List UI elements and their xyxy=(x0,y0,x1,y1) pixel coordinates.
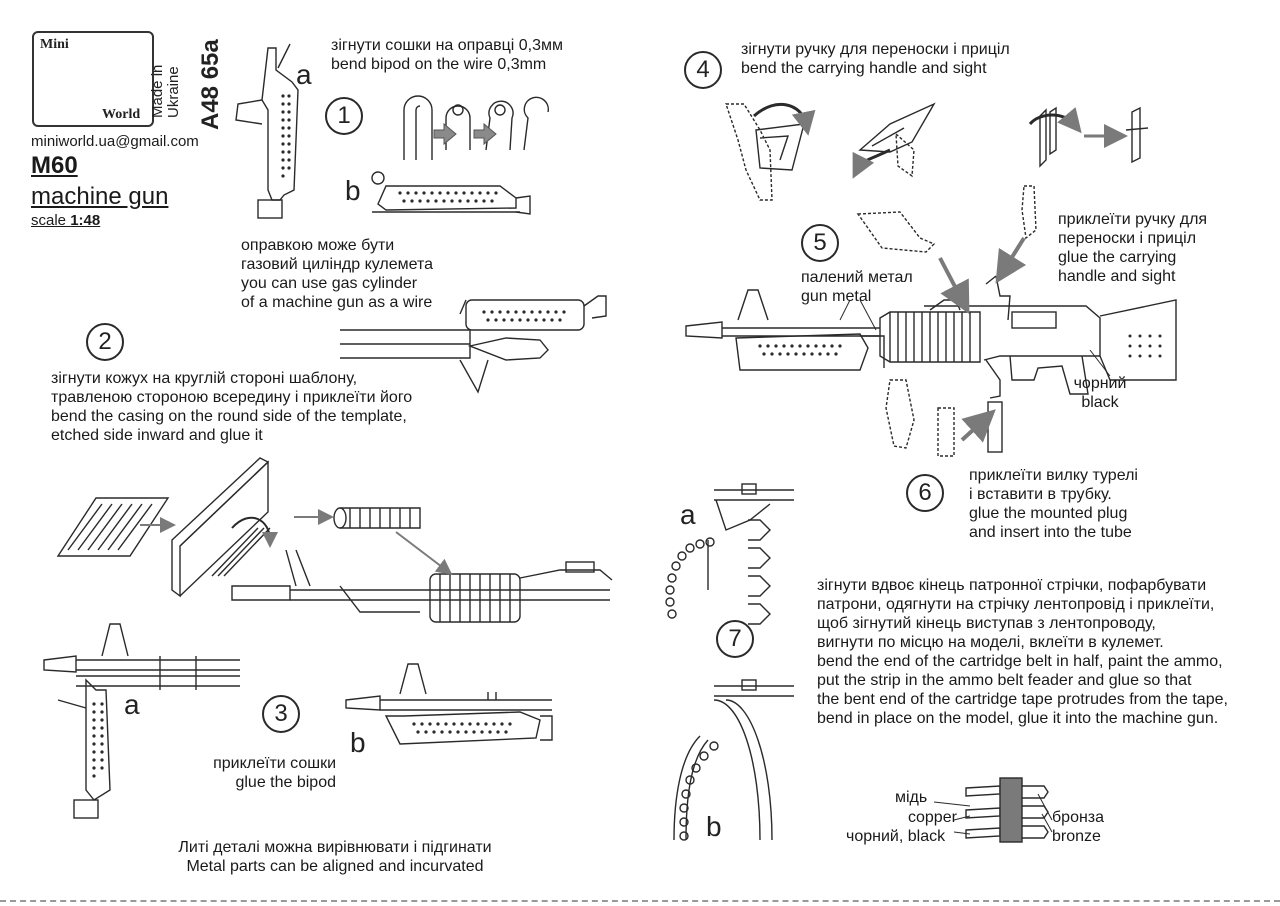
model-title: M60 xyxy=(31,152,78,179)
metal-note-en: Metal parts can be aligned and incurvate… xyxy=(186,858,484,875)
step7-line-8: bend in place on the model, glue it into… xyxy=(817,710,1219,727)
step-2-badge: 2 xyxy=(86,323,124,361)
model-subtitle: machine gun xyxy=(31,183,169,210)
step6-instructions: приклеїти вилку турелі і вставити в труб… xyxy=(969,466,1138,542)
m60-full-gun-drawing xyxy=(685,275,1177,453)
step1-line-ua: зігнути сошки на оправці 0,3мм xyxy=(331,37,564,54)
logo-word-2: World xyxy=(102,107,141,122)
step1-label-a: a xyxy=(296,59,312,90)
step1-note-line-2: газовий циліндр кулемета xyxy=(241,256,434,273)
step1-instructions: зігнути сошки на оправці 0,3мм bend bipo… xyxy=(331,36,563,74)
bronze-en-label: bronze xyxy=(1052,828,1101,845)
step3-line-en: glue the bipod xyxy=(235,774,336,791)
logo-word-1: Mini xyxy=(40,37,69,52)
gun-metal-ua: палений метал xyxy=(801,269,913,286)
step-6-badge: 6 xyxy=(906,474,944,512)
step3-instructions: приклеїти сошки glue the bipod xyxy=(202,754,336,792)
black-ua: чорний xyxy=(1073,375,1127,392)
step6-line-3: glue the mounted plug xyxy=(969,505,1128,522)
step5-glue-line-2: переноски і приціл xyxy=(1058,230,1197,247)
step2-line-4: etched side inward and glue it xyxy=(51,427,263,444)
bending-template xyxy=(171,457,271,598)
black-en: black xyxy=(1081,394,1119,411)
metal-note-ua: Литі деталі можна вирівнювати і підгинат… xyxy=(178,839,492,856)
product-code: A48 65a xyxy=(197,39,224,130)
step-4-badge: 4 xyxy=(684,51,722,89)
step3-label-a: a xyxy=(124,689,140,720)
step5-glue-line-4: handle and sight xyxy=(1058,268,1176,285)
step3-line-ua: приклеїти сошки xyxy=(213,755,336,772)
step7-line-4: вигнути по місцю на моделі, вклеїти в ку… xyxy=(817,634,1164,651)
page-bottom-cut-line xyxy=(0,900,1280,902)
scale-word: scale xyxy=(31,212,67,229)
step1-note-line-4: of a machine gun as a wire xyxy=(241,294,433,311)
step2-line-3: bend the casing on the round side of the… xyxy=(51,408,407,425)
step1-label-b: b xyxy=(345,175,361,206)
scale-value: 1:48 xyxy=(70,212,101,229)
bipod-part-a-drawing xyxy=(235,43,299,219)
black-cartridge-label: чорний, black xyxy=(846,828,946,845)
step7-line-6: put the strip in the ammo belt feader an… xyxy=(817,672,1192,689)
dashed-handle-parts xyxy=(856,185,1037,457)
step2-line-1: зігнути кожух на круглій стороні шаблону… xyxy=(51,370,358,387)
step6-line-2: і вставити в трубку. xyxy=(969,486,1112,503)
made-in-label: Made in Ukraine xyxy=(149,28,182,118)
step1-note-line-1: оправкою може бути xyxy=(241,237,395,254)
made-in-line-2: Ukraine xyxy=(165,66,182,118)
step7-line-7: the bent end of the cartridge tape protr… xyxy=(817,691,1228,708)
step6-line-1: приклеїти вилку турелі xyxy=(969,467,1138,484)
bipod-bend-loops xyxy=(403,95,549,160)
step4-line-ua: зігнути ручку для переноски і приціл xyxy=(741,41,1010,58)
brand-logo: Mini World xyxy=(32,31,154,127)
ammo-belt-a-drawing xyxy=(665,483,794,625)
step4-instructions: зігнути ручку для переноски і приціл ben… xyxy=(741,40,1010,78)
bronze-ua-label: бронза xyxy=(1052,809,1105,826)
made-in-line-1: Made in xyxy=(149,64,166,118)
bipod-part-b-drawing xyxy=(371,171,531,215)
cartridge-color-diagram xyxy=(933,777,1053,843)
step7-label-b: b xyxy=(706,811,722,842)
etched-casing-sheet xyxy=(56,497,170,557)
step2-instructions: зігнути кожух на круглій стороні шаблону… xyxy=(51,369,412,445)
step-5-badge: 5 xyxy=(801,224,839,262)
step4-line-en: bend the carrying handle and sight xyxy=(741,60,987,77)
step-1-badge: 1 xyxy=(325,97,363,135)
step-7-badge: 7 xyxy=(716,620,754,658)
bipod-holes-a xyxy=(281,94,291,178)
gas-cylinder-drawing xyxy=(340,295,607,394)
step7-line-3: щоб зігнутий кінець виступав з лентопров… xyxy=(817,615,1156,632)
step1-note-line-3: you can use gas cylinder xyxy=(241,275,418,292)
black-color-label: чорний black xyxy=(1072,374,1128,412)
step7-label-a: a xyxy=(680,499,696,530)
rolled-casing xyxy=(333,507,421,529)
ammo-belt-b-drawing xyxy=(673,679,794,841)
step7-line-2: патрони, одягнути на стрічку лентопровід… xyxy=(817,596,1215,613)
gun-metal-en: gun metal xyxy=(801,288,872,305)
barrel-step2 xyxy=(231,549,613,623)
step1-note: оправкою може бути газовий циліндр кулем… xyxy=(241,236,433,312)
copper-en-label: copper xyxy=(908,809,957,826)
step5-glue-handle: приклеїти ручку для переноски і приціл g… xyxy=(1058,210,1207,286)
step7-instructions: зігнути вдвоє кінець патронної стрічки, … xyxy=(817,576,1228,728)
step-3-badge: 3 xyxy=(262,695,300,733)
contact-email: miniworld.ua@gmail.com xyxy=(31,133,199,150)
gun-metal-label: палений метал gun metal xyxy=(801,268,913,306)
metal-parts-note: Литі деталі можна вирівнювати і підгинат… xyxy=(160,838,510,876)
step6-line-4: and insert into the tube xyxy=(969,524,1132,541)
scale-label: scale 1:48 xyxy=(31,212,100,229)
carrying-handle-bend-drawings xyxy=(725,102,1149,201)
step5-glue-line-3: glue the carrying xyxy=(1058,249,1177,266)
step2-line-2: травленою стороною всередину і приклеїти… xyxy=(51,389,413,406)
step1-line-en: bend bipod on the wire 0,3mm xyxy=(331,56,547,73)
step3-label-b: b xyxy=(350,727,366,758)
step5-glue-line-1: приклеїти ручку для xyxy=(1058,211,1208,228)
gun-step3a xyxy=(43,623,240,819)
gun-step3b xyxy=(345,663,553,745)
step7-line-5: bend the end of the cartridge belt in ha… xyxy=(817,653,1223,670)
step7-line-1: зігнути вдвоє кінець патронної стрічки, … xyxy=(817,577,1207,594)
copper-ua-label: мідь xyxy=(895,789,928,806)
